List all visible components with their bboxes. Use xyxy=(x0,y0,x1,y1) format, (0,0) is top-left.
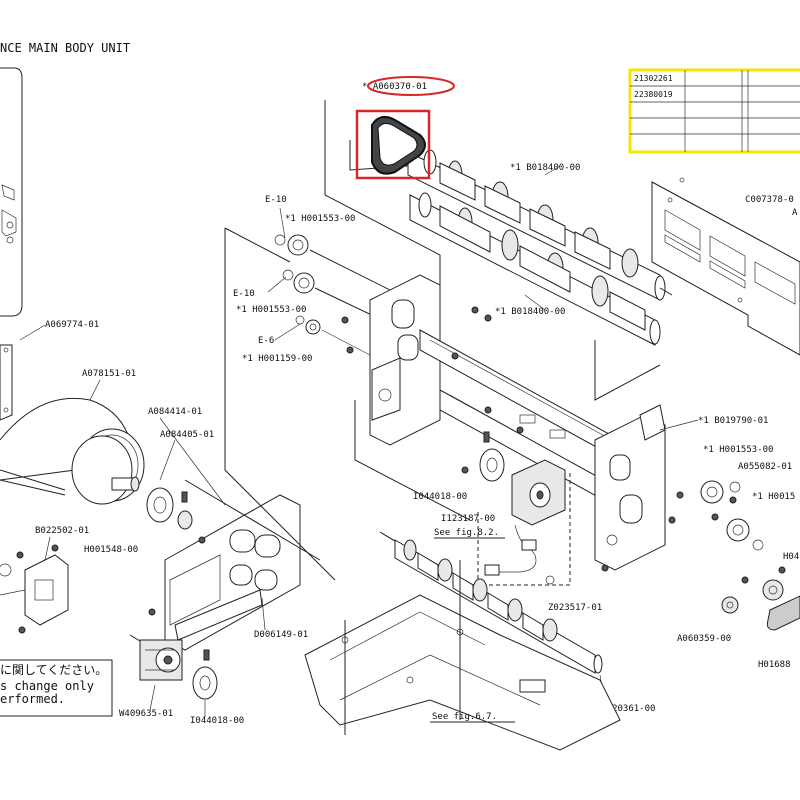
label-h001548: H001548-00 xyxy=(84,545,138,555)
label-see67: See fig.6.7. xyxy=(432,712,497,722)
roller-assembly-upper xyxy=(324,100,800,356)
label-e10-b: E-10 xyxy=(233,289,255,299)
label-w409635: W409635-01 xyxy=(119,709,173,719)
label-b022502: B022502-01 xyxy=(35,526,89,536)
center-motor-assembly: I044018-00 I123187-00 See fig.8.2. Z0235… xyxy=(413,431,602,613)
bearing-group-left: E-10 *1 H001553-00 E-10 *1 H001553-00 E-… xyxy=(233,195,355,364)
note-jp: に関してください。 xyxy=(0,663,107,677)
motor-bottom-left: W409635-01 I044018-00 xyxy=(119,634,244,726)
frame-plate-icon xyxy=(651,177,800,356)
label-a-cut: A xyxy=(792,208,798,218)
screw-icon xyxy=(483,431,490,443)
base-plate: See fig.6.7. xyxy=(304,594,621,751)
note-box: に関してください。 s change only erformed. xyxy=(0,659,113,717)
roller-icon xyxy=(403,539,417,561)
side-frame-right xyxy=(594,404,684,572)
belt-icon xyxy=(0,397,131,481)
label-a078151: A078151-01 xyxy=(82,369,136,379)
left-inset-frame xyxy=(0,67,23,317)
pulley-icon xyxy=(192,666,218,700)
note-line1: s change only xyxy=(0,679,94,693)
label-h001553-b: *1 H001553-00 xyxy=(236,305,306,315)
reference-table: 21302261 22380019 xyxy=(628,68,800,154)
table-border xyxy=(628,68,800,154)
pulley-icon xyxy=(721,596,739,614)
table-cell-r2: 22380019 xyxy=(634,90,673,99)
screw-icon xyxy=(341,316,349,324)
label-b018400-a: *1 B018400-00 xyxy=(510,163,580,173)
label-b020361: *1 B020361-00 xyxy=(585,704,655,714)
drive-assembly-left: A069774-01 A078151-01 A084414-01 A084405… xyxy=(0,320,226,555)
bearing-icon xyxy=(726,518,750,542)
timing-belt-part: * A060370-01 xyxy=(355,76,455,180)
label-see82: See fig.8.2. xyxy=(434,528,499,538)
roller-lower: *1 B020361-00 xyxy=(379,531,655,714)
highlight-ellipse xyxy=(367,76,455,96)
roller-icon xyxy=(407,149,673,301)
housing-d006149: D006149-01 xyxy=(148,494,308,651)
label-h01688-cut: H01688 xyxy=(758,660,791,670)
diagram-title: NCE MAIN BODY UNIT xyxy=(0,41,130,55)
bracket-left: B022502-01 xyxy=(0,526,89,634)
bearing-icon xyxy=(293,272,315,294)
highlight-box xyxy=(355,109,431,180)
table-cell-r1: 21302261 xyxy=(634,74,673,83)
label-b019790: *1 B019790-01 xyxy=(698,416,768,426)
screw-icon xyxy=(203,649,210,661)
label-h0015-cut: *1 H0015 xyxy=(752,492,795,502)
label-a084405: A084405-01 xyxy=(160,430,214,440)
label-i044018-a: I044018-00 xyxy=(190,716,244,726)
label-c007378: C007378-0 xyxy=(745,195,794,205)
bearing-icon xyxy=(146,487,174,523)
label-h04-cut: H04 xyxy=(783,552,799,562)
bearing-icon xyxy=(305,319,321,335)
screw-icon xyxy=(181,491,188,503)
label-a055082: A055082-01 xyxy=(738,462,792,472)
right-small-parts: *1 H001553-00 A055082-01 *1 H0015 H04 A0… xyxy=(677,445,800,670)
label-e10-a: E-10 xyxy=(265,195,287,205)
label-z023517: Z023517-01 xyxy=(548,603,602,613)
label-h001159: *1 H001159-00 xyxy=(242,354,312,364)
label-a060370: * A060370-01 xyxy=(362,82,427,92)
bearing-icon xyxy=(700,480,724,504)
label-a084414: A084414-01 xyxy=(148,407,202,417)
roller-icon xyxy=(409,192,661,346)
belt-icon xyxy=(766,595,800,631)
pulley-icon xyxy=(479,448,505,482)
label-a069774: A069774-01 xyxy=(45,320,99,330)
note-line2: erformed. xyxy=(0,692,65,706)
bearing-icon xyxy=(287,234,309,256)
label-h001553-a: *1 H001553-00 xyxy=(285,214,355,224)
label-i044018-b: I044018-00 xyxy=(413,492,467,502)
gear-icon xyxy=(762,579,784,601)
label-b018400-b: *1 B018400-00 xyxy=(495,307,565,317)
side-frame-center xyxy=(341,274,492,446)
label-h001553-c: *1 H001553-00 xyxy=(703,445,773,455)
label-d006149: D006149-01 xyxy=(254,630,308,640)
label-e6: E-6 xyxy=(258,336,274,346)
label-a060359: A060359-00 xyxy=(677,634,731,644)
